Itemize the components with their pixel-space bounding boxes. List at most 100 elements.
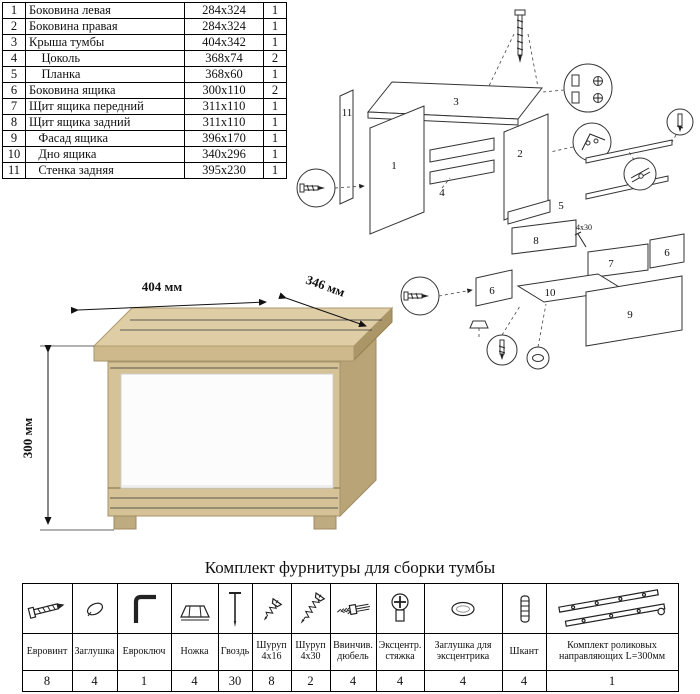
drawer-side-right: 6 bbox=[649, 233, 685, 269]
hardware-name: Эксцентр. стяжка bbox=[375, 633, 425, 671]
table-row: 11 Стенка задняя 395x230 1 bbox=[2, 162, 287, 179]
hardware-name: Заглушка bbox=[71, 633, 118, 671]
hardware-qty: 4 bbox=[501, 670, 547, 692]
planka-strip: 5 bbox=[507, 199, 564, 225]
hardware-qty: 4 bbox=[170, 670, 219, 692]
table-row: 7 Щит ящика передний 311x110 1 bbox=[2, 98, 287, 115]
hardware-title: Комплект фурнитуры для сборки тумбы bbox=[204, 558, 496, 577]
cabinet-render: 404 мм 346 мм 300 мм bbox=[20, 276, 394, 531]
part-name: Крыша тумбы bbox=[25, 34, 185, 51]
part-number: 9 bbox=[2, 130, 26, 147]
table-row: 6 Боковина ящика 300x110 2 bbox=[2, 82, 287, 99]
part-name: Боковина левая bbox=[25, 2, 185, 19]
parts-table: 1 Боковина левая 284x324 1 2 Боковина пр… bbox=[2, 2, 287, 179]
foot-icon bbox=[179, 604, 210, 620]
cabinet-foot-left bbox=[113, 515, 137, 530]
part-name: Планка bbox=[25, 66, 185, 83]
hardware-qty: 8 bbox=[251, 670, 292, 692]
hardware-name: Ввинчив. дюбель bbox=[329, 633, 377, 671]
part-qty: 1 bbox=[263, 18, 287, 35]
part-size: 404x342 bbox=[184, 34, 264, 51]
table-row: 4 Цоколь 368x74 2 bbox=[2, 50, 287, 67]
table-row: 5 Планка 368x60 1 bbox=[2, 66, 287, 83]
screw-4x16-icon bbox=[263, 597, 282, 620]
table-row: 8 Щит ящика задний 311x110 1 bbox=[2, 114, 287, 131]
panel-side-left: 1 bbox=[369, 105, 425, 235]
part-qty: 2 bbox=[263, 82, 287, 99]
hardware-qty: 1 bbox=[116, 670, 172, 692]
top-screw-detail bbox=[487, 9, 539, 89]
panel-label: 11 bbox=[342, 107, 353, 119]
hardware-name: Шуруп 4x16 bbox=[251, 633, 292, 671]
hardware-names-row: Евровинт Заглушка Евроключ Ножка Гвоздь … bbox=[21, 633, 679, 671]
hardware-qty: 4 bbox=[71, 670, 118, 692]
part-qty: 1 bbox=[263, 34, 287, 51]
cabinet-top-surface bbox=[92, 307, 394, 347]
width-dimension-label: 404 мм bbox=[142, 279, 183, 294]
hardware-name: Ножка bbox=[170, 633, 219, 671]
height-dimension-label: 300 мм bbox=[20, 418, 35, 459]
part-qty: 1 bbox=[263, 114, 287, 131]
part-qty: 1 bbox=[263, 130, 287, 147]
table-row: 3 Крыша тумбы 404x342 1 bbox=[2, 34, 287, 51]
cabinet-foot-right bbox=[313, 515, 337, 530]
bottom-cap-detail bbox=[526, 303, 550, 370]
foot-detail bbox=[469, 320, 489, 340]
hardware-qty: 30 bbox=[217, 670, 253, 692]
drawer-front-shield: 7 bbox=[587, 243, 649, 279]
hardware-name: Шкант bbox=[501, 633, 547, 671]
plinth-strips: 4 bbox=[429, 137, 495, 199]
part-name: Боковина правая bbox=[25, 18, 185, 35]
table-row: 2 Боковина правая 284x324 1 bbox=[2, 18, 287, 35]
part-number: 6 bbox=[2, 82, 26, 99]
drawer-slide-rails bbox=[585, 139, 673, 200]
dowel-screw-icon bbox=[336, 603, 370, 615]
cap-icon bbox=[86, 602, 103, 616]
hardware-name: Шуруп 4x30 bbox=[290, 633, 331, 671]
part-name: Щит ящика задний bbox=[25, 114, 185, 131]
confirmat-screw-icon bbox=[27, 602, 65, 619]
screw-4x30-note: 4x30 bbox=[574, 223, 592, 248]
hardware-name: Евроключ bbox=[116, 633, 172, 671]
confirmat-detail-left bbox=[296, 168, 365, 208]
drawer-front-panel bbox=[120, 373, 334, 489]
width-dimension: 404 мм bbox=[70, 279, 267, 314]
part-name: Цоколь bbox=[25, 50, 185, 67]
cabinet-top-front bbox=[93, 345, 355, 362]
part-number: 2 bbox=[2, 18, 26, 35]
drawer-back-shield: 8 bbox=[511, 219, 577, 255]
part-qty: 1 bbox=[263, 162, 287, 179]
panel-label: 5 bbox=[558, 200, 564, 212]
table-row: 1 Боковина левая 284x324 1 bbox=[2, 2, 287, 19]
part-number: 1 bbox=[2, 2, 26, 19]
part-size: 284x324 bbox=[184, 2, 264, 19]
part-qty: 1 bbox=[263, 66, 287, 83]
part-name: Фасад ящика bbox=[25, 130, 185, 147]
table-row: 10 Дно ящика 340x296 1 bbox=[2, 146, 287, 163]
panel-label: 1 bbox=[391, 160, 397, 172]
part-number: 8 bbox=[2, 114, 26, 131]
cam-fitting-detail bbox=[542, 63, 613, 113]
part-size: 396x170 bbox=[184, 130, 264, 147]
part-size: 340x296 bbox=[184, 146, 264, 163]
part-number: 7 bbox=[2, 98, 26, 115]
part-size: 368x74 bbox=[184, 50, 264, 67]
panel-label: 10 bbox=[545, 287, 557, 299]
hardware-name: Заглушка для эксцентрика bbox=[423, 633, 503, 671]
height-dimension: 300 мм bbox=[20, 345, 114, 531]
part-number: 11 bbox=[2, 162, 26, 179]
part-qty: 1 bbox=[263, 2, 287, 19]
panel-label: 6 bbox=[489, 285, 495, 297]
drawer-side-left: 6 bbox=[475, 269, 513, 307]
part-size: 311x110 bbox=[184, 114, 264, 131]
part-qty: 2 bbox=[263, 50, 287, 67]
confirmat-detail-drawer bbox=[400, 276, 473, 316]
part-size: 300x110 bbox=[184, 82, 264, 99]
exploded-assembly-diagram: 3 11 1 4 2 bbox=[296, 9, 694, 370]
hex-key-icon bbox=[133, 594, 156, 623]
wood-dowel-icon bbox=[519, 594, 530, 623]
part-number: 3 bbox=[2, 34, 26, 51]
screw-size-label: 4x30 bbox=[576, 223, 592, 232]
cam-lock-icon bbox=[391, 592, 409, 622]
panel-back-wall: 11 bbox=[339, 89, 354, 205]
